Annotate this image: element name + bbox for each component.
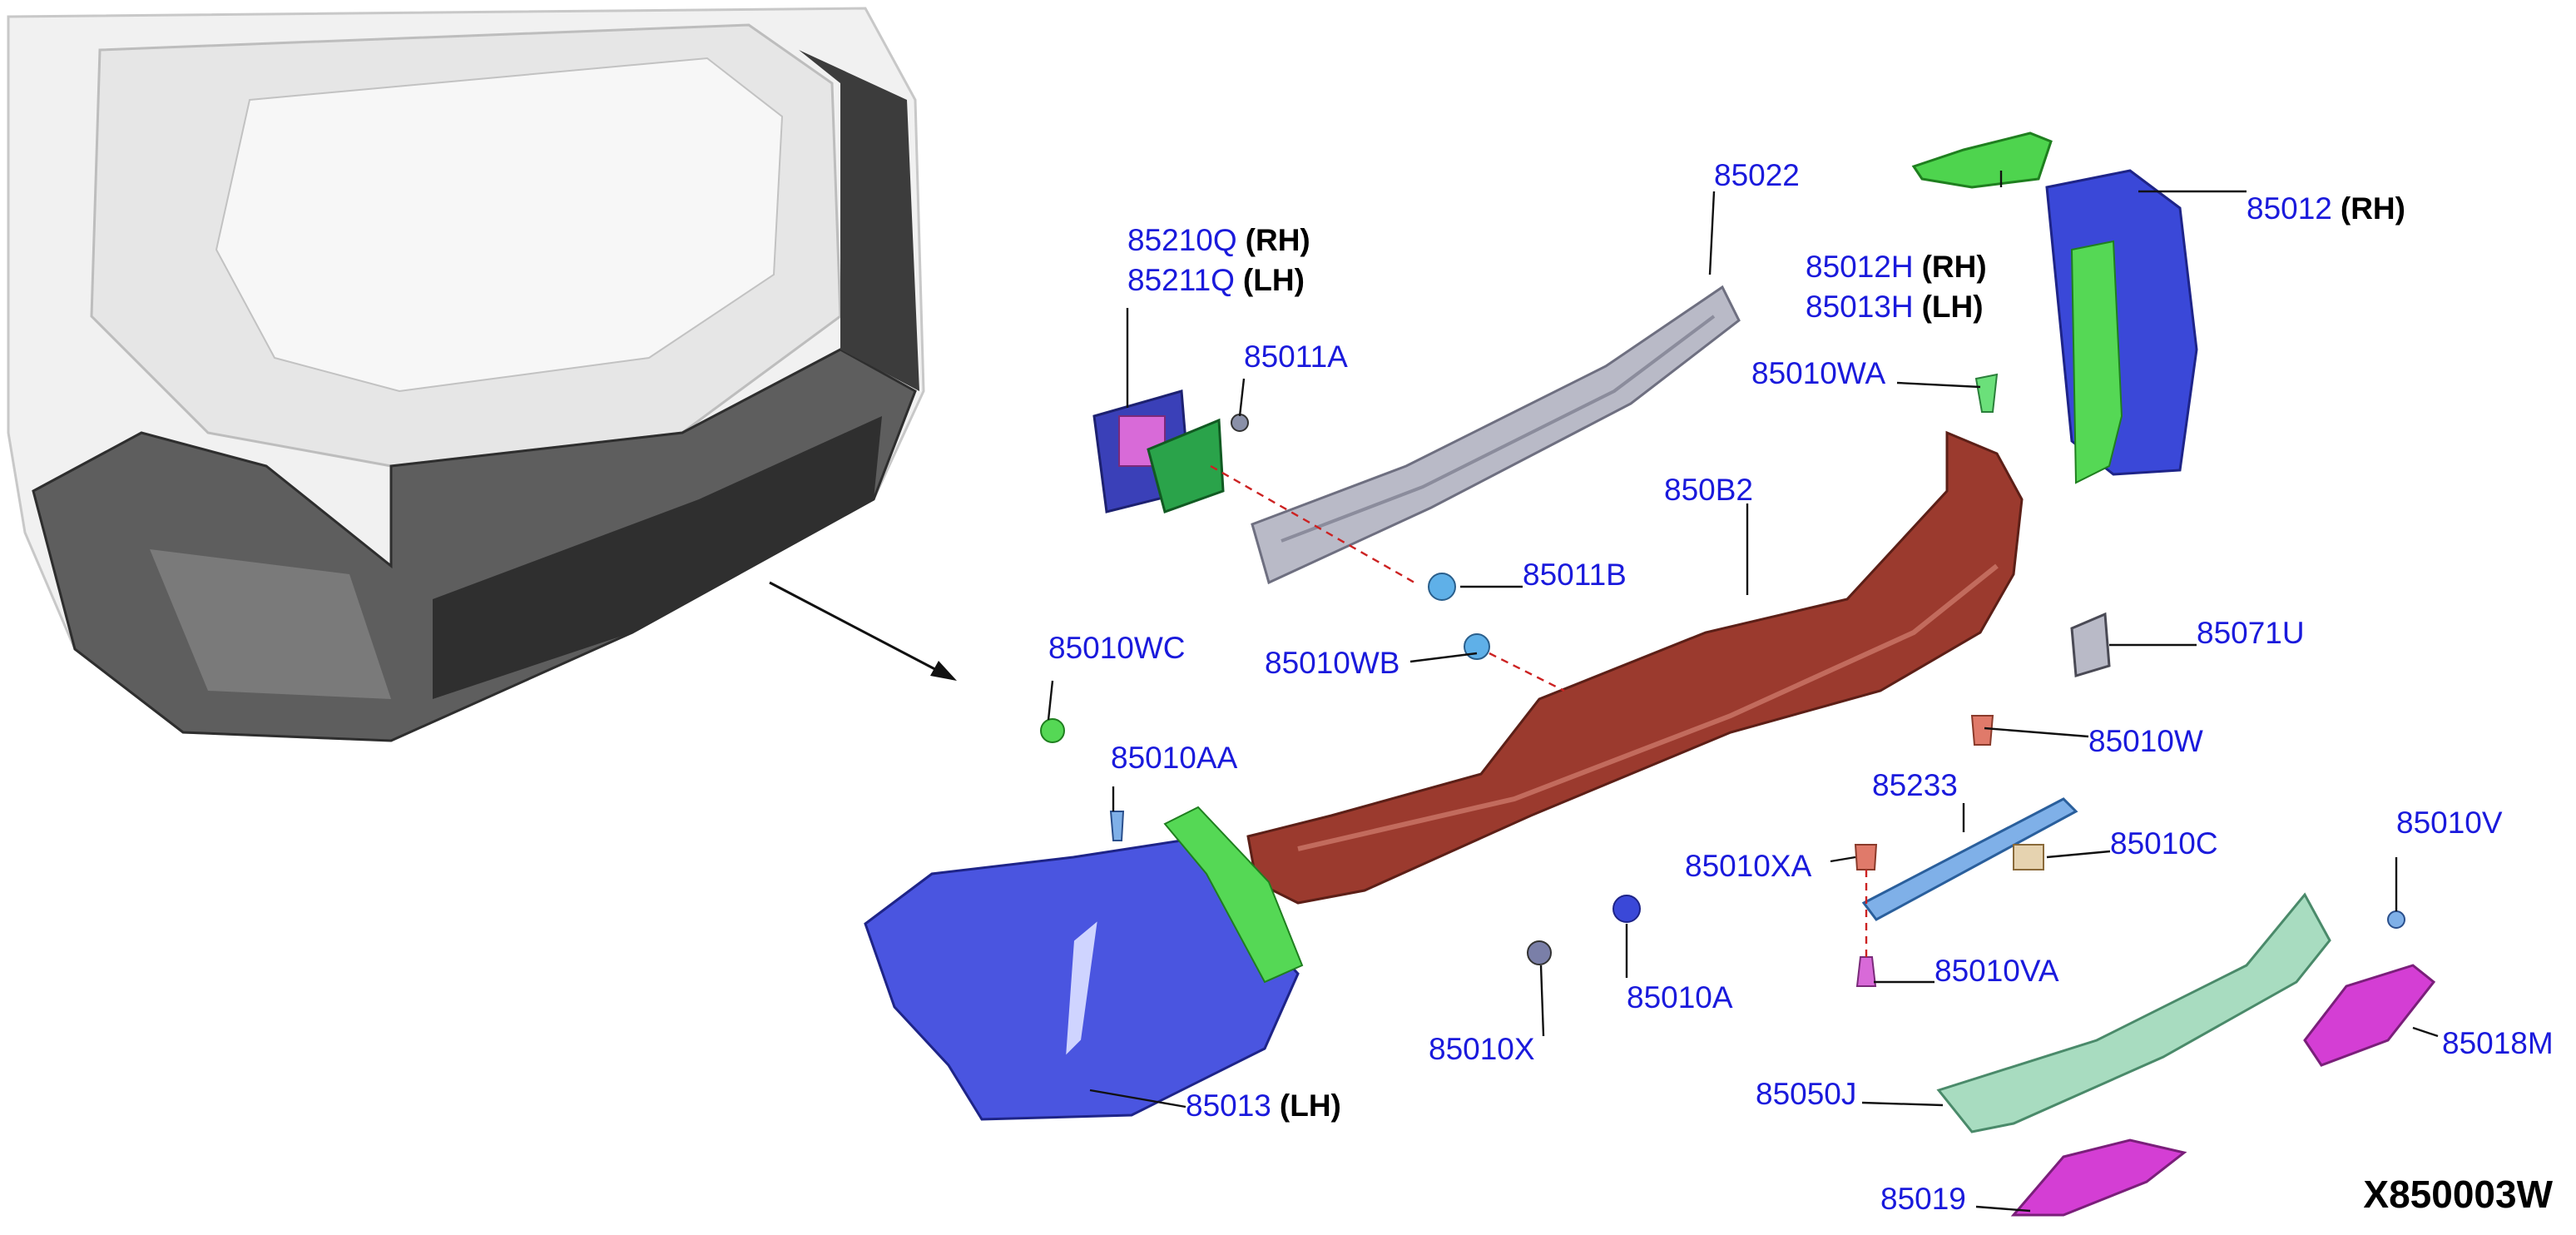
part-85010XA-clip [1854,844,1878,870]
side-label: (RH) [2340,191,2405,226]
callout-85210Q[interactable]: 85210Q(RH) [1127,225,1310,255]
part-number: 85019 [1880,1182,1966,1216]
part-85013-side-panel [864,806,1304,1121]
part-number: 85071U [2197,616,2305,650]
callout-85011B[interactable]: 85011B [1523,559,1627,590]
part-85011B-clip [1428,573,1456,601]
part-number: 85233 [1872,768,1958,802]
part-85012H-harness [1911,131,2053,189]
part-number: 85010XA [1685,849,1812,883]
part-85011A-bolt [1231,414,1249,432]
callout-85050J[interactable]: 85050J [1756,1079,1856,1109]
part-85022-reinforcement [1251,285,1741,585]
callout-85010VA[interactable]: 85010VA [1934,955,2059,986]
part-number: 85011B [1523,558,1627,592]
part-85233-bracket [1861,797,2078,921]
callout-85012[interactable]: 85012(RH) [2247,193,2405,224]
callout-85010WB[interactable]: 85010WB [1265,647,1400,678]
side-label: (LH) [1279,1089,1341,1123]
side-label: (LH) [1921,290,1984,324]
part-number: 85210Q [1127,223,1237,257]
part-number: 85010WC [1048,631,1186,665]
part-number: 85010C [2110,826,2218,861]
callout-85018M[interactable]: 85018M [2442,1028,2554,1059]
part-number: 85013 [1186,1089,1271,1123]
part-number: 85013H [1806,290,1914,324]
side-label: (RH) [1245,223,1310,257]
part-number: 85018M [2442,1026,2554,1060]
part-85010WA-clip [1974,373,1999,413]
part-number: 85011A [1244,340,1348,374]
part-85010A-clip [1612,895,1641,923]
part-85010X-clip [1527,940,1552,965]
diagram-code: X850003W [2363,1173,2553,1216]
callout-85011A[interactable]: 85011A [1244,341,1348,372]
callout-85013[interactable]: 85013(LH) [1186,1090,1341,1121]
part-number: 85010AA [1111,741,1238,775]
part-number: 85010WB [1265,646,1400,680]
part-number: 850B2 [1664,473,1753,507]
callout-85010XA[interactable]: 85010XA [1685,851,1811,881]
callout-85010C[interactable]: 85010C [2110,828,2218,859]
callout-85022[interactable]: 85022 [1714,160,1800,191]
part-number: 85010A [1627,980,1733,1014]
part-85018M-protector [2303,964,2436,1067]
direction-arrow [769,581,957,681]
callout-85010A[interactable]: 85010A [1627,982,1733,1013]
callout-85071U[interactable]: 85071U [2197,618,2305,648]
callout-850B2[interactable]: 850B2 [1664,474,1753,505]
leader-lines [1047,171,2439,1213]
part-85010AA-screw [1109,811,1125,841]
side-label: (RH) [1921,250,1987,284]
part-85012-lamp [2045,169,2198,484]
part-number: 85010VA [1934,954,2059,988]
part-85210Q-bracket [1092,389,1225,513]
part-number: 85022 [1714,158,1800,192]
callout-85010V[interactable]: 85010V [2396,807,2503,838]
callout-85211Q[interactable]: 85211Q(LH) [1127,265,1305,295]
callout-85013H[interactable]: 85013H(LH) [1806,291,1984,322]
part-number: 85010WA [1751,356,1886,390]
part-85010C-nut [2013,844,2044,870]
callout-85012H[interactable]: 85012H(RH) [1806,251,1987,282]
part-number: 85012 [2247,191,2332,226]
part-850B2-fascia [1246,430,2024,905]
part-85071U-module [2070,612,2111,677]
callout-85010W[interactable]: 85010W [2088,726,2203,756]
part-85010VA-clip [1855,956,1877,987]
part-number: 85010W [2088,724,2203,758]
part-number: 85012H [1806,250,1914,284]
part-85050J-undercover [1936,892,2331,1133]
part-number: 85050J [1756,1077,1857,1111]
part-85010WC-clip [1040,718,1065,743]
part-85010WB-clip [1464,633,1490,660]
part-number: 85010V [2396,806,2503,840]
part-85010W-clip [1970,715,1994,746]
callout-85010X[interactable]: 85010X [1429,1034,1535,1064]
part-number: 85211Q [1127,263,1235,297]
callout-85233[interactable]: 85233 [1872,770,1958,801]
callout-85010AA[interactable]: 85010AA [1111,742,1237,773]
part-85010V-clip [2387,910,2405,929]
callout-85010WC[interactable]: 85010WC [1048,632,1186,663]
part-85019-protector [2010,1138,2187,1217]
vehicle-overview [7,7,925,742]
callout-85010WA[interactable]: 85010WA [1751,358,1885,389]
callout-85019[interactable]: 85019 [1880,1183,1966,1214]
part-number: 85010X [1429,1032,1535,1066]
side-label: (LH) [1242,263,1305,297]
